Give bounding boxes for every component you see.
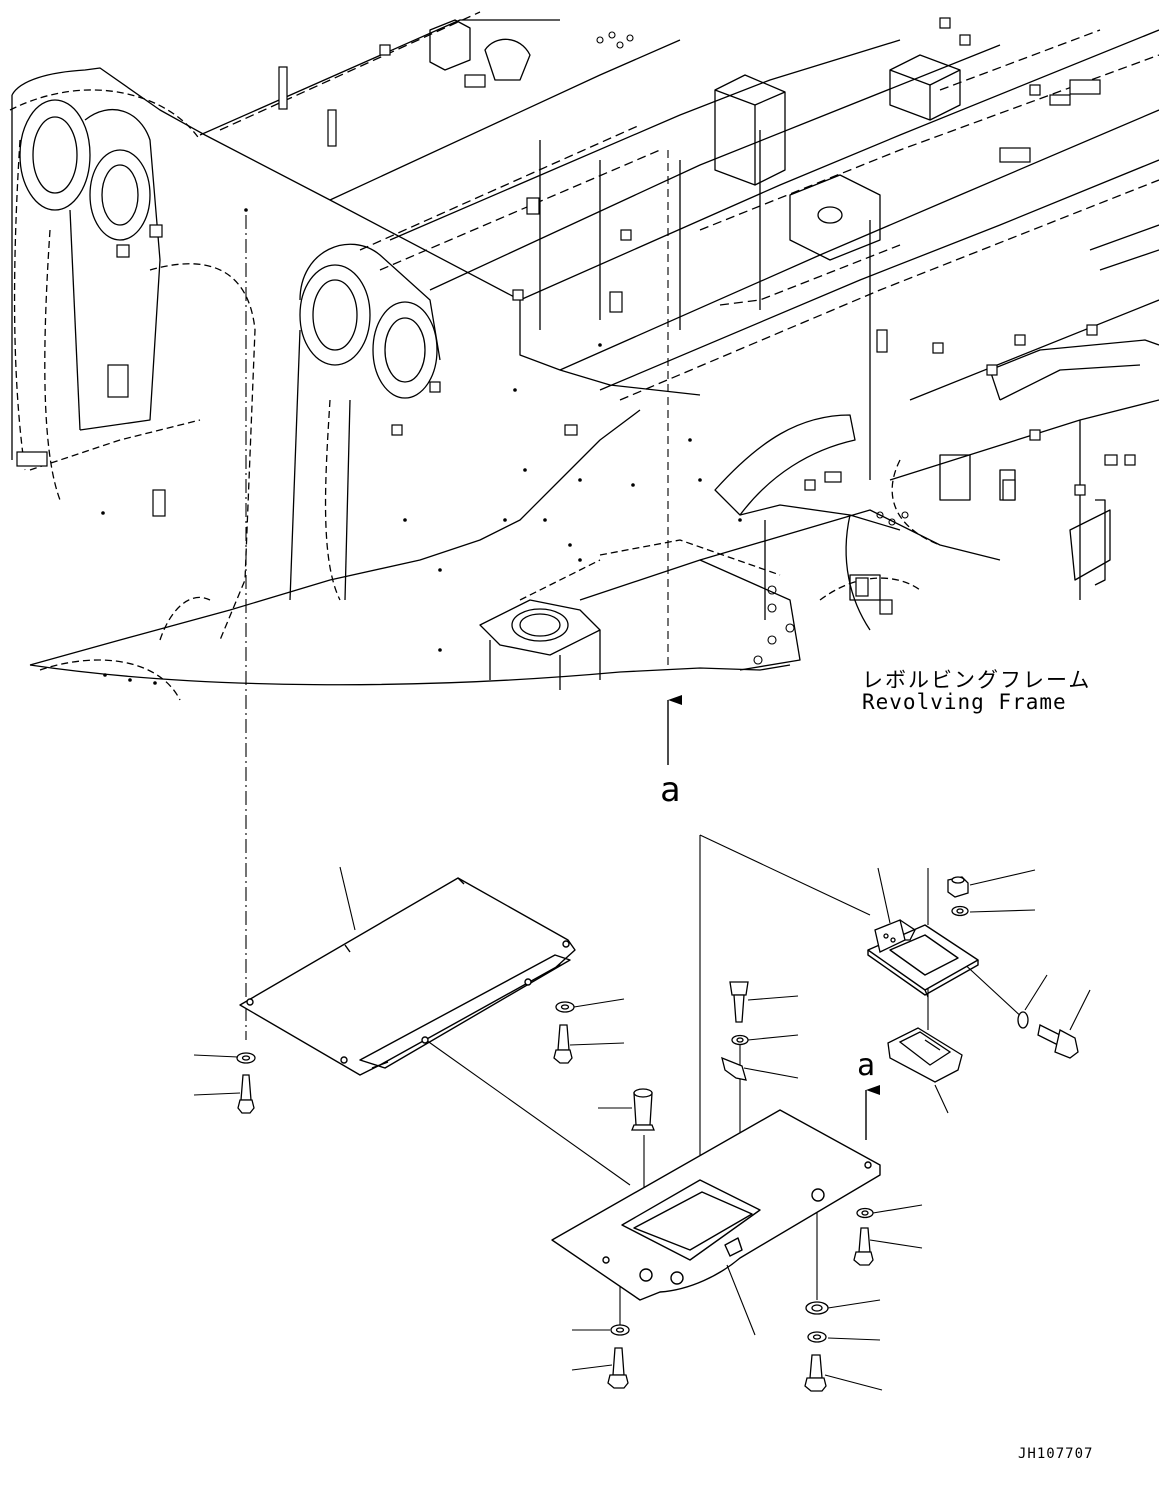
bolt-left bbox=[237, 1074, 255, 1114]
lower-cover-plate bbox=[551, 1109, 881, 1301]
boom-boss-left bbox=[19, 99, 161, 431]
fasteners bbox=[236, 876, 1079, 1392]
latch-box bbox=[887, 1027, 963, 1083]
beam-bracket-1 bbox=[714, 74, 786, 186]
hidden-lines-left bbox=[9, 89, 341, 701]
view-arrows bbox=[667, 695, 880, 1140]
frame-name-japanese: レボルビングフレーム bbox=[862, 668, 1092, 692]
beam-bracket-2 bbox=[889, 54, 961, 121]
hidden-lines-beams bbox=[219, 11, 1159, 401]
swing-motor-mount bbox=[479, 599, 601, 690]
right-opening bbox=[989, 224, 1159, 401]
view-marker-main: a bbox=[660, 770, 681, 810]
frame-fasteners bbox=[16, 17, 1136, 615]
hinge bbox=[874, 919, 916, 953]
frame-dots bbox=[101, 208, 742, 685]
view-marker-detail: a bbox=[857, 1048, 876, 1083]
left-cover-plate bbox=[239, 877, 576, 1076]
frame-holes bbox=[596, 31, 909, 665]
assembly-lines bbox=[245, 150, 1026, 1330]
callout-leaders bbox=[193, 866, 1091, 1391]
right-clip-brackets bbox=[849, 454, 1111, 601]
drawing-code: JH107707 bbox=[1018, 1446, 1094, 1462]
revolving-frame bbox=[9, 11, 1159, 701]
frame-name-english: Revolving Frame bbox=[862, 690, 1067, 714]
curved-rib bbox=[714, 414, 901, 631]
swing-bracket bbox=[789, 174, 881, 261]
hidden-lines-lower bbox=[519, 459, 941, 601]
boom-boss-center bbox=[289, 243, 441, 601]
beam-bracket-3 bbox=[429, 19, 531, 81]
